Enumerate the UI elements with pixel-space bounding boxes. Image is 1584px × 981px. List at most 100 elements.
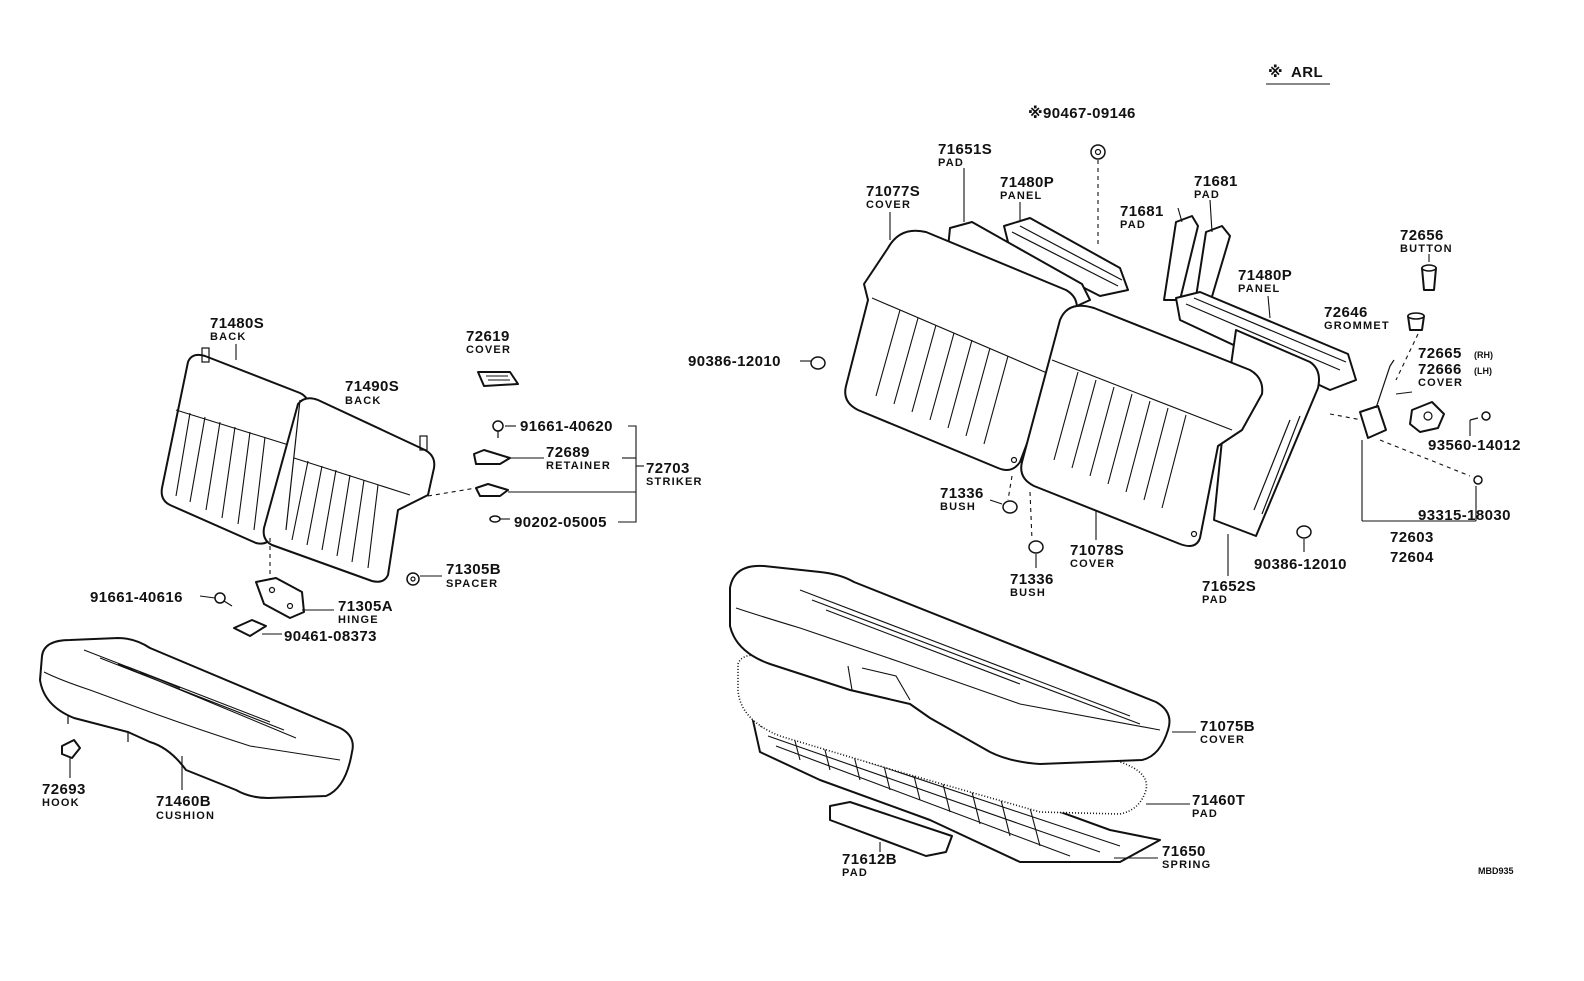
striker-bracket [618,425,637,523]
left-seat-back-assembly [160,347,436,583]
svg-text:71460B: 71460B [156,793,211,810]
svg-text:71480P: 71480P [1000,174,1054,191]
bush-71336-b-icon [1028,540,1044,554]
label-91661-40620: 91661-40620 [520,418,613,435]
cover-72665-shape [1409,401,1445,433]
note-text: ARL [1291,64,1323,81]
svg-text:71480S: 71480S [210,315,264,332]
svg-text:71305B: 71305B [446,561,501,578]
note-symbol: ※ [1268,63,1283,81]
svg-text:72703: 72703 [646,460,690,477]
screw-93315-18030-icon [1473,475,1483,485]
svg-text:71681: 71681 [1120,203,1164,220]
svg-text:PAD: PAD [938,157,964,169]
svg-text:72693: 72693 [42,781,86,798]
svg-text:PAD: PAD [1194,189,1220,201]
label-90202-05005: 90202-05005 [514,514,606,531]
svg-text:PAD: PAD [1192,808,1218,820]
svg-text:71077S: 71077S [866,183,920,200]
svg-text:BUSH: BUSH [1010,587,1046,599]
label-90386-12010-a: 90386-12010 [688,353,781,370]
svg-text:SPRING: SPRING [1162,859,1211,871]
svg-text:※90467-09146: ※90467-09146 [1028,104,1136,122]
bolt-91661-40620-icon [492,420,504,432]
svg-text:72689: 72689 [546,444,590,461]
svg-text:BUTTON: BUTTON [1400,243,1453,255]
clip-90386-12010-a-icon [810,356,826,370]
svg-text:71612B: 71612B [842,851,897,868]
svg-text:72656: 72656 [1400,227,1444,244]
svg-text:PAD: PAD [842,867,868,879]
label-71681-a: 71681 PAD [1120,203,1164,231]
label-90386-12010-b: 90386-12010 [1254,556,1347,573]
svg-text:71460T: 71460T [1192,792,1245,809]
label-71075B: 71075B COVER [1200,718,1255,746]
hinge-group [199,577,334,637]
screw-93560-14012-icon [1481,411,1491,421]
label-72646: 72646 GROMMET [1324,304,1390,332]
back-71490S-shape [262,397,436,583]
svg-text:72619: 72619 [466,328,510,345]
svg-text:91661-40616: 91661-40616 [90,589,183,606]
spacer-71305B-part [406,572,442,586]
fastener-71336-a [989,499,1018,514]
svg-text:(RH): (RH) [1474,350,1493,360]
svg-text:BACK: BACK [345,395,382,407]
back-71490S-hook [419,435,428,451]
svg-text:CUSHION: CUSHION [156,810,215,822]
label-71612B: 71612B PAD [842,851,897,879]
label-71650: 71650 SPRING [1162,843,1211,871]
fastener-90386-12010-a [800,356,826,370]
svg-text:BACK: BACK [210,331,247,343]
label-71651S: 71651S PAD [938,141,992,169]
svg-text:71490S: 71490S [345,378,399,395]
svg-text:71075B: 71075B [1200,718,1255,735]
svg-text:90386-12010: 90386-12010 [688,353,781,370]
spacer-71305B-icon [406,572,420,586]
striker-72703-shape [475,483,509,497]
back-71480S-hook [201,347,210,363]
fastener-90467-09146 [1090,144,1106,160]
hook-72693-part [61,739,81,778]
svg-text:RETAINER: RETAINER [546,460,611,472]
svg-text:PAD: PAD [1202,594,1228,606]
label-72656: 72656 BUTTON [1400,227,1453,255]
label-71336-a: 71336 BUSH [940,485,984,513]
label-93315-18030: 93315-18030 [1418,507,1510,524]
nut-90467-09146-icon [1090,144,1106,160]
cover-71078S-shape [1020,304,1264,547]
label-71305A: 71305A HINGE [338,598,393,626]
fastener-90386-12010-b [1296,525,1312,552]
pad-71460T-shape [737,654,1148,815]
label-71480S: 71480S BACK [210,315,264,360]
label-71681-b: 71681 PAD [1194,173,1237,201]
svg-text:91661-40620: 91661-40620 [520,418,613,435]
pad-71681-a-shape [1163,215,1199,301]
svg-text:COVER: COVER [466,344,511,356]
label-91661-40616: 91661-40616 [90,589,183,606]
hinge-71305A-shape [255,577,305,619]
svg-text:GROMMET: GROMMET [1324,320,1390,332]
bush-71336-a-icon [1002,500,1018,514]
label-90461-08373: 90461-08373 [284,628,376,645]
label-72665-72666: 72665 (RH) 72666 (LH) COVER [1418,345,1493,389]
bolt-91661-40616-icon [214,592,226,604]
svg-text:71305A: 71305A [338,598,393,615]
svg-text:STRIKER: STRIKER [646,476,703,488]
svg-text:COVER: COVER [866,199,911,211]
fastener-71336-b [1028,540,1044,568]
svg-text:COVER: COVER [1418,377,1463,389]
back-71490S-seam [293,457,411,496]
label-71490S: 71490S BACK [345,378,399,407]
label-71480P-a: 71480P PANEL [1000,174,1054,202]
svg-text:90386-12010: 90386-12010 [1254,556,1347,573]
svg-text:71336: 71336 [940,485,984,502]
svg-text:72646: 72646 [1324,304,1368,321]
label-72604: 72604 [1390,549,1434,566]
bracket-90461-08373-shape [233,619,267,637]
label-71480P-b: 71480P PANEL [1238,267,1292,295]
svg-text:COVER: COVER [1200,734,1245,746]
cushion-71460B-part [39,637,354,799]
label-72689: 72689 RETAINER [546,444,611,472]
label-71336-b: 71336 BUSH [1010,571,1053,599]
